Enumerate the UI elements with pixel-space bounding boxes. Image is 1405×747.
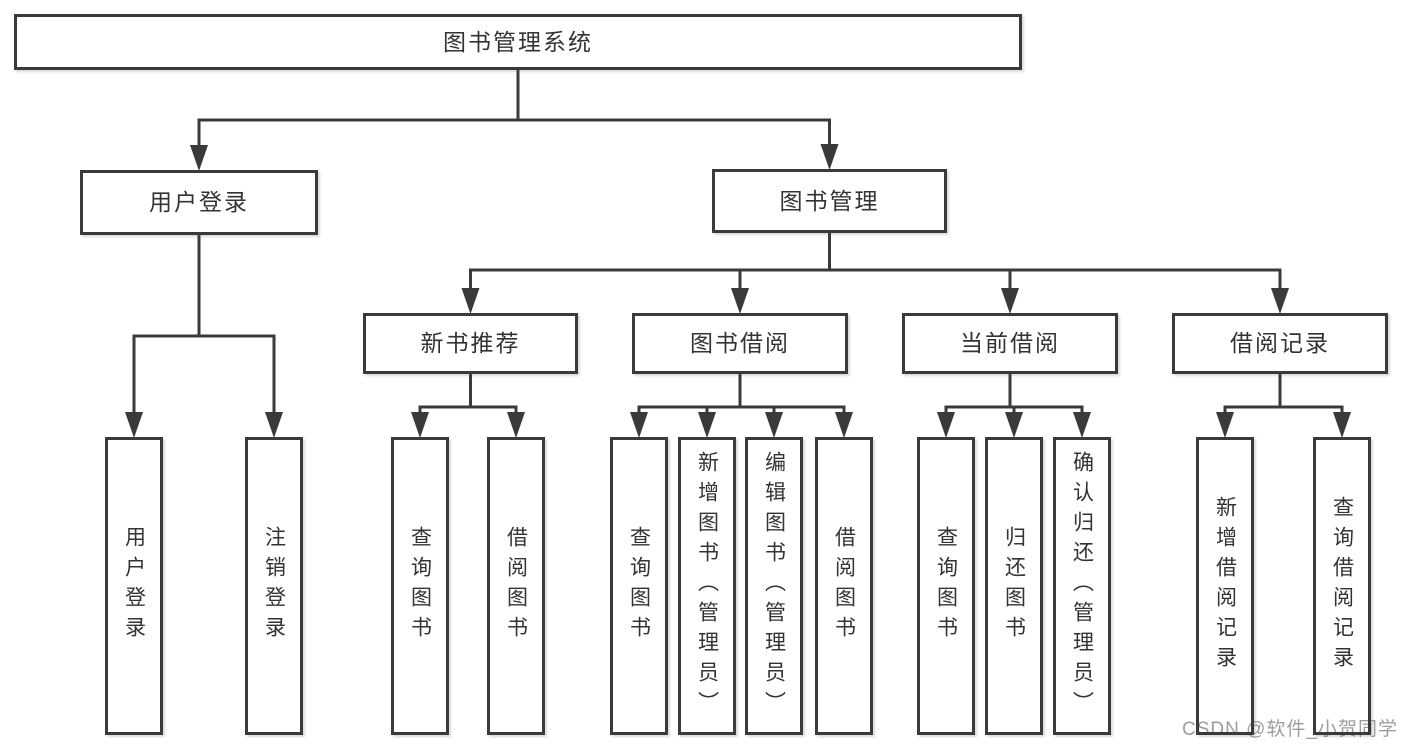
arrowhead-icon (461, 288, 480, 314)
node-leaf-edit-book: 编辑图书（管理员） (745, 437, 803, 735)
node-borrow-record: 借阅记录 (1172, 313, 1388, 374)
arrowhead-icon (125, 412, 143, 438)
node-label-current-borrow: 当前借阅 (960, 330, 1060, 356)
node-label-root: 图书管理系统 (443, 28, 593, 55)
node-label-leaf-add-record: 新增借阅记录 (1213, 496, 1237, 676)
node-leaf-query-record: 查询借阅记录 (1313, 437, 1371, 735)
arrowhead-icon (1271, 288, 1289, 314)
arrowhead-icon (698, 412, 716, 438)
node-label-user-login: 用户登录 (149, 189, 249, 215)
node-leaf-add-book: 新增图书（管理员） (678, 437, 736, 735)
arrowhead-icon (190, 145, 208, 171)
node-leaf-confirm-return: 确认归还（管理员） (1053, 437, 1111, 735)
node-leaf-logout: 注销登录 (245, 437, 303, 735)
arrowhead-icon (1001, 288, 1019, 314)
node-label-leaf-query-book-2: 查询图书 (627, 526, 651, 646)
arrowhead-icon (1216, 412, 1234, 438)
arrowhead-icon (835, 412, 853, 438)
arrowhead-icon (1073, 412, 1091, 438)
node-label-leaf-return-book: 归还图书 (1002, 526, 1026, 646)
arrowhead-icon (731, 288, 749, 314)
node-leaf-query-book-1: 查询图书 (391, 437, 449, 735)
node-label-new-book-rec: 新书推荐 (420, 330, 521, 356)
arrowhead-icon (1005, 412, 1023, 438)
node-leaf-add-record: 新增借阅记录 (1196, 437, 1254, 735)
node-leaf-return-book: 归还图书 (985, 437, 1043, 735)
node-label-leaf-user-login: 用户登录 (122, 526, 146, 646)
arrowhead-icon (1333, 412, 1351, 438)
node-label-leaf-confirm-return: 确认归还（管理员） (1070, 451, 1094, 721)
node-label-leaf-query-book-1: 查询图书 (408, 526, 432, 646)
arrowhead-icon (630, 412, 648, 438)
node-leaf-borrow-book-2: 借阅图书 (815, 437, 873, 735)
node-new-book-rec: 新书推荐 (363, 313, 578, 374)
node-user-login: 用户登录 (80, 170, 318, 235)
arrowhead-icon (507, 412, 525, 438)
node-label-leaf-add-book: 新增图书（管理员） (695, 451, 719, 721)
node-book-mgmt: 图书管理 (712, 169, 947, 233)
node-label-borrow-record: 借阅记录 (1230, 330, 1330, 356)
node-leaf-borrow-book-1: 借阅图书 (487, 437, 545, 735)
arrowhead-icon (937, 412, 955, 438)
arrowhead-icon (265, 412, 283, 438)
arrowhead-icon (820, 144, 839, 170)
node-label-book-mgmt: 图书管理 (779, 187, 880, 214)
node-leaf-query-book-3: 查询图书 (917, 437, 975, 735)
node-label-book-borrow: 图书借阅 (690, 330, 790, 356)
node-root: 图书管理系统 (14, 14, 1022, 70)
node-label-leaf-query-book-3: 查询图书 (934, 526, 958, 646)
arrowhead-icon (765, 412, 783, 438)
node-label-leaf-query-record: 查询借阅记录 (1330, 496, 1354, 676)
node-label-leaf-logout: 注销登录 (262, 526, 286, 646)
node-current-borrow: 当前借阅 (902, 313, 1118, 374)
node-label-leaf-borrow-book-1: 借阅图书 (504, 526, 528, 646)
node-leaf-query-book-2: 查询图书 (610, 437, 668, 735)
node-label-leaf-borrow-book-2: 借阅图书 (832, 526, 856, 646)
node-leaf-user-login: 用户登录 (105, 437, 163, 735)
node-label-leaf-edit-book: 编辑图书（管理员） (762, 451, 786, 721)
arrowhead-icon (411, 412, 429, 438)
node-book-borrow: 图书借阅 (632, 313, 848, 374)
